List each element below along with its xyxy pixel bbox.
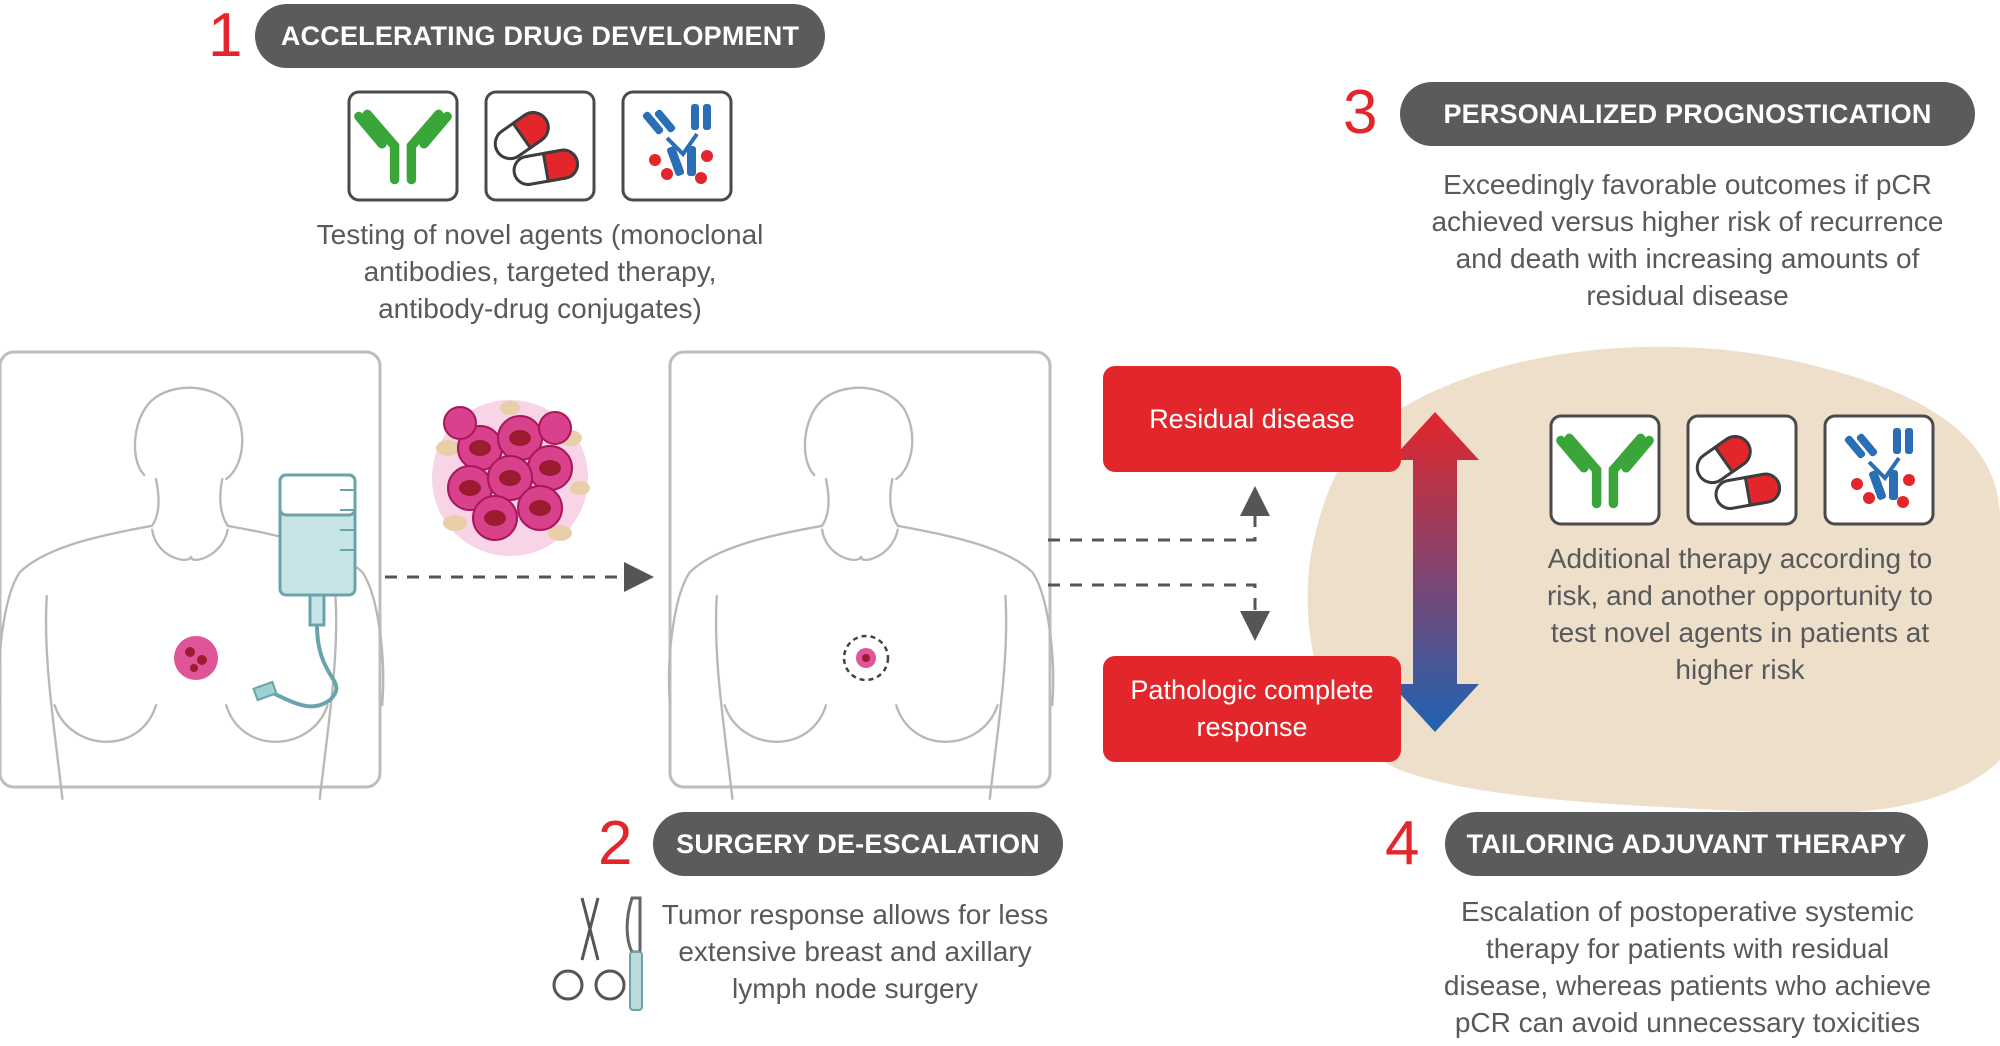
section1-antibody-icon	[347, 90, 459, 202]
patient-panel-after	[667, 350, 1055, 800]
scissors-icon	[552, 897, 626, 1001]
iv-bag-icon	[252, 473, 357, 709]
tumor-cells-illustration	[431, 399, 591, 557]
section1-pills-icon	[484, 90, 596, 202]
small-tumor-icon	[842, 634, 890, 682]
adjuvant-pills-icon	[1686, 414, 1798, 526]
patient-panel-treatment	[0, 350, 385, 800]
scalpel-icon	[625, 896, 643, 1011]
outcome-connectors	[1048, 486, 1270, 641]
section1-adc-icon	[621, 90, 733, 202]
risk-gradient-arrow	[1391, 412, 1479, 732]
breast-tumor-icon	[174, 636, 218, 680]
adjuvant-adc-icon	[1823, 414, 1935, 526]
adjuvant-antibody-icon	[1549, 414, 1661, 526]
